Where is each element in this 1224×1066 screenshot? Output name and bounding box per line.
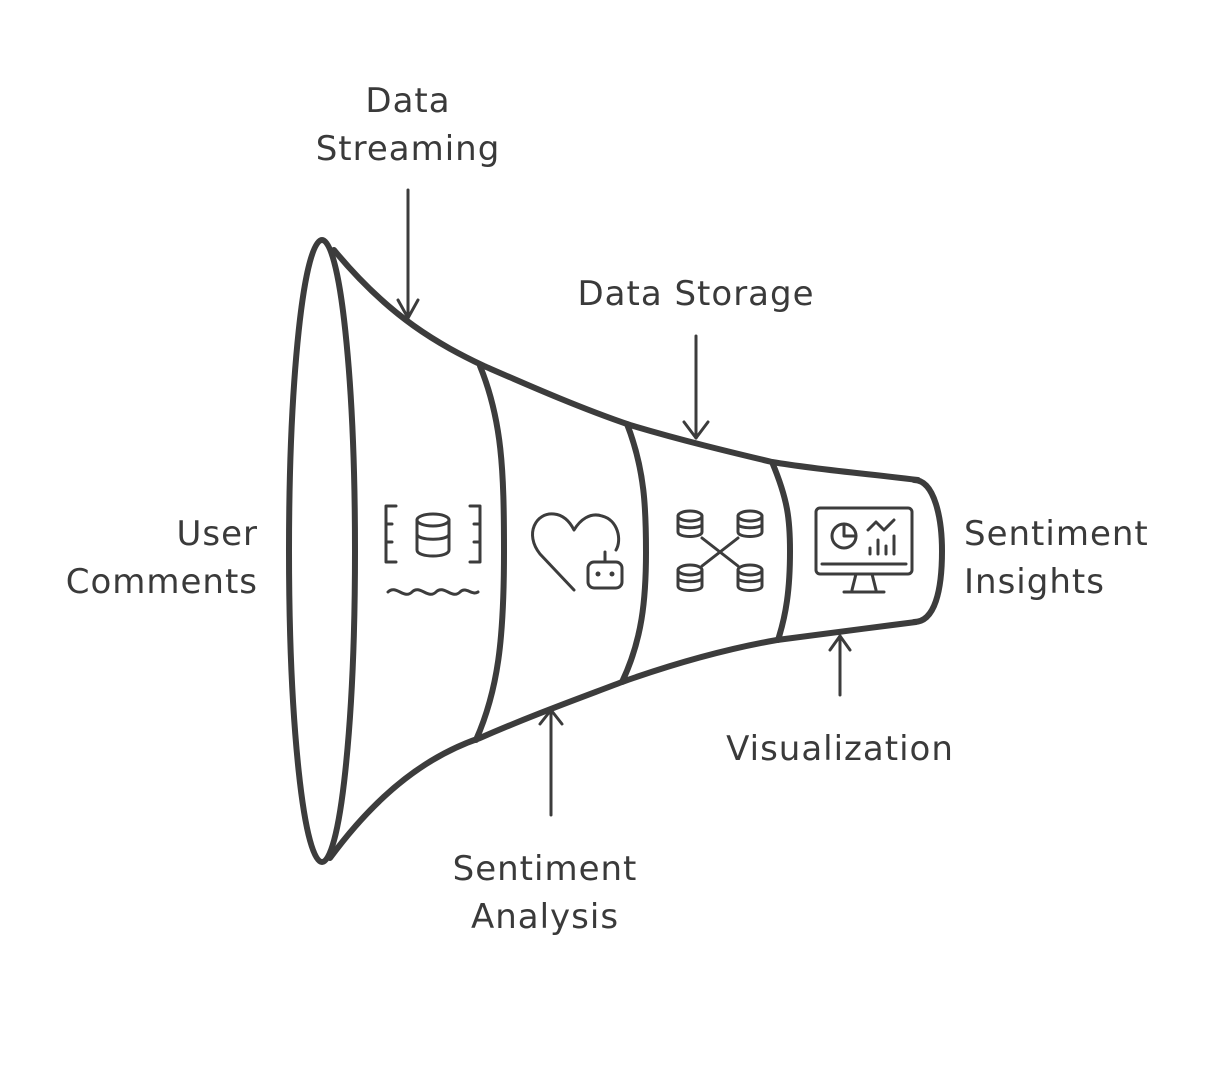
funnel-bottom-edge <box>327 619 919 861</box>
label-data-streaming-line2: Streaming <box>316 129 501 169</box>
label-user-comments-line1: User <box>177 514 259 554</box>
arrow-sentiment-analysis <box>538 708 564 817</box>
label-sentiment-analysis-line1: Sentiment <box>453 849 638 889</box>
divider-2 <box>619 421 649 685</box>
data-stream-database-icon <box>384 504 482 596</box>
funnel-mouth-ellipse <box>286 237 358 865</box>
dashboard-monitor-icon <box>814 506 914 594</box>
label-user-comments-line2: Comments <box>66 562 258 602</box>
divider-1 <box>473 363 507 743</box>
funnel-shape <box>286 237 945 865</box>
label-sentiment-insights-line2: Insights <box>964 562 1105 602</box>
label-data-storage: Data Storage <box>577 274 814 314</box>
label-sentiment-analysis-line2: Analysis <box>471 897 619 937</box>
database-network-icon <box>676 509 764 592</box>
arrow-data-storage <box>682 334 710 440</box>
arrow-data-streaming <box>396 188 420 320</box>
heart-robot-icon <box>531 512 624 592</box>
funnel-end-cap <box>911 477 945 625</box>
label-visualization: Visualization <box>726 729 954 769</box>
label-data-streaming-line1: Data <box>365 81 450 121</box>
arrow-visualization <box>828 634 852 697</box>
divider-3 <box>769 459 793 643</box>
label-sentiment-insights-line1: Sentiment <box>964 514 1149 554</box>
